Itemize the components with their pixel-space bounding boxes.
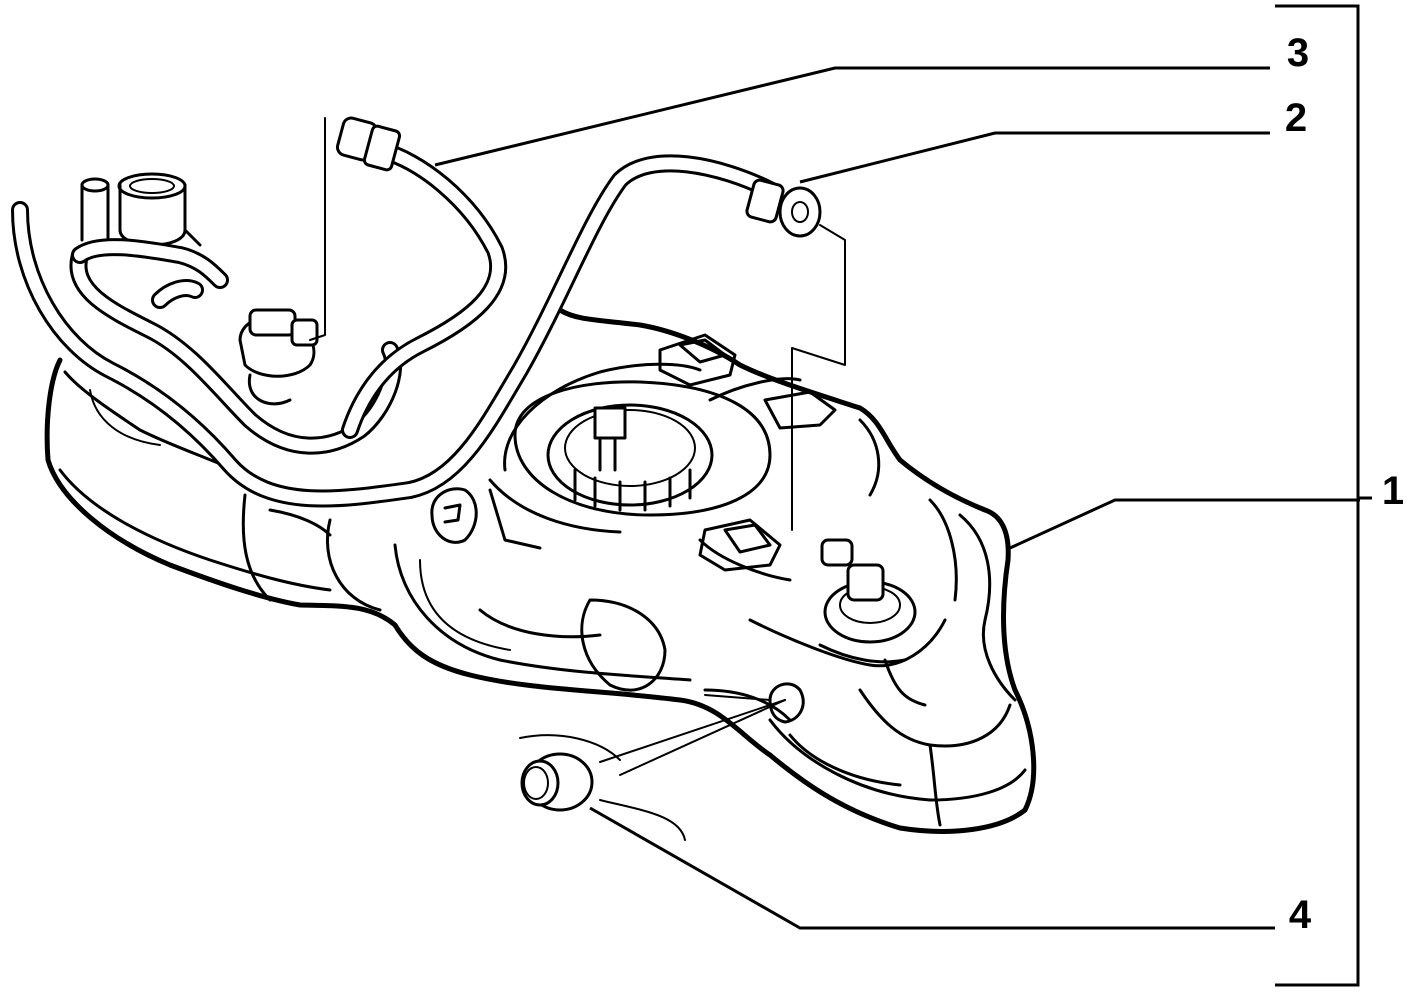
leader-3: [434, 66, 1270, 167]
leader-2: [799, 131, 1270, 184]
filler-neck: [80, 172, 202, 247]
fuel-pump-flange: [546, 403, 714, 512]
leader-lines: [434, 66, 1360, 930]
floor-line: [519, 734, 621, 761]
part-4-plug: [520, 752, 594, 812]
left-valve: [238, 308, 319, 406]
part-3-hose: [335, 116, 508, 439]
fuel-tank: [44, 307, 1037, 834]
callout-3: 3: [1287, 31, 1309, 75]
callout-2: 2: [1285, 96, 1307, 140]
leader-1: [1009, 498, 1360, 550]
callout-4: 4: [1289, 893, 1312, 937]
part-2-connector: [745, 178, 822, 238]
right-valve: [820, 538, 917, 644]
callout-1: 1: [1382, 469, 1404, 513]
breather-hoses: [11, 154, 779, 508]
leader-4: [589, 806, 1275, 930]
alignment-lines: [309, 117, 846, 776]
floor-line: [599, 799, 686, 841]
group-bracket: [1275, 4, 1372, 987]
